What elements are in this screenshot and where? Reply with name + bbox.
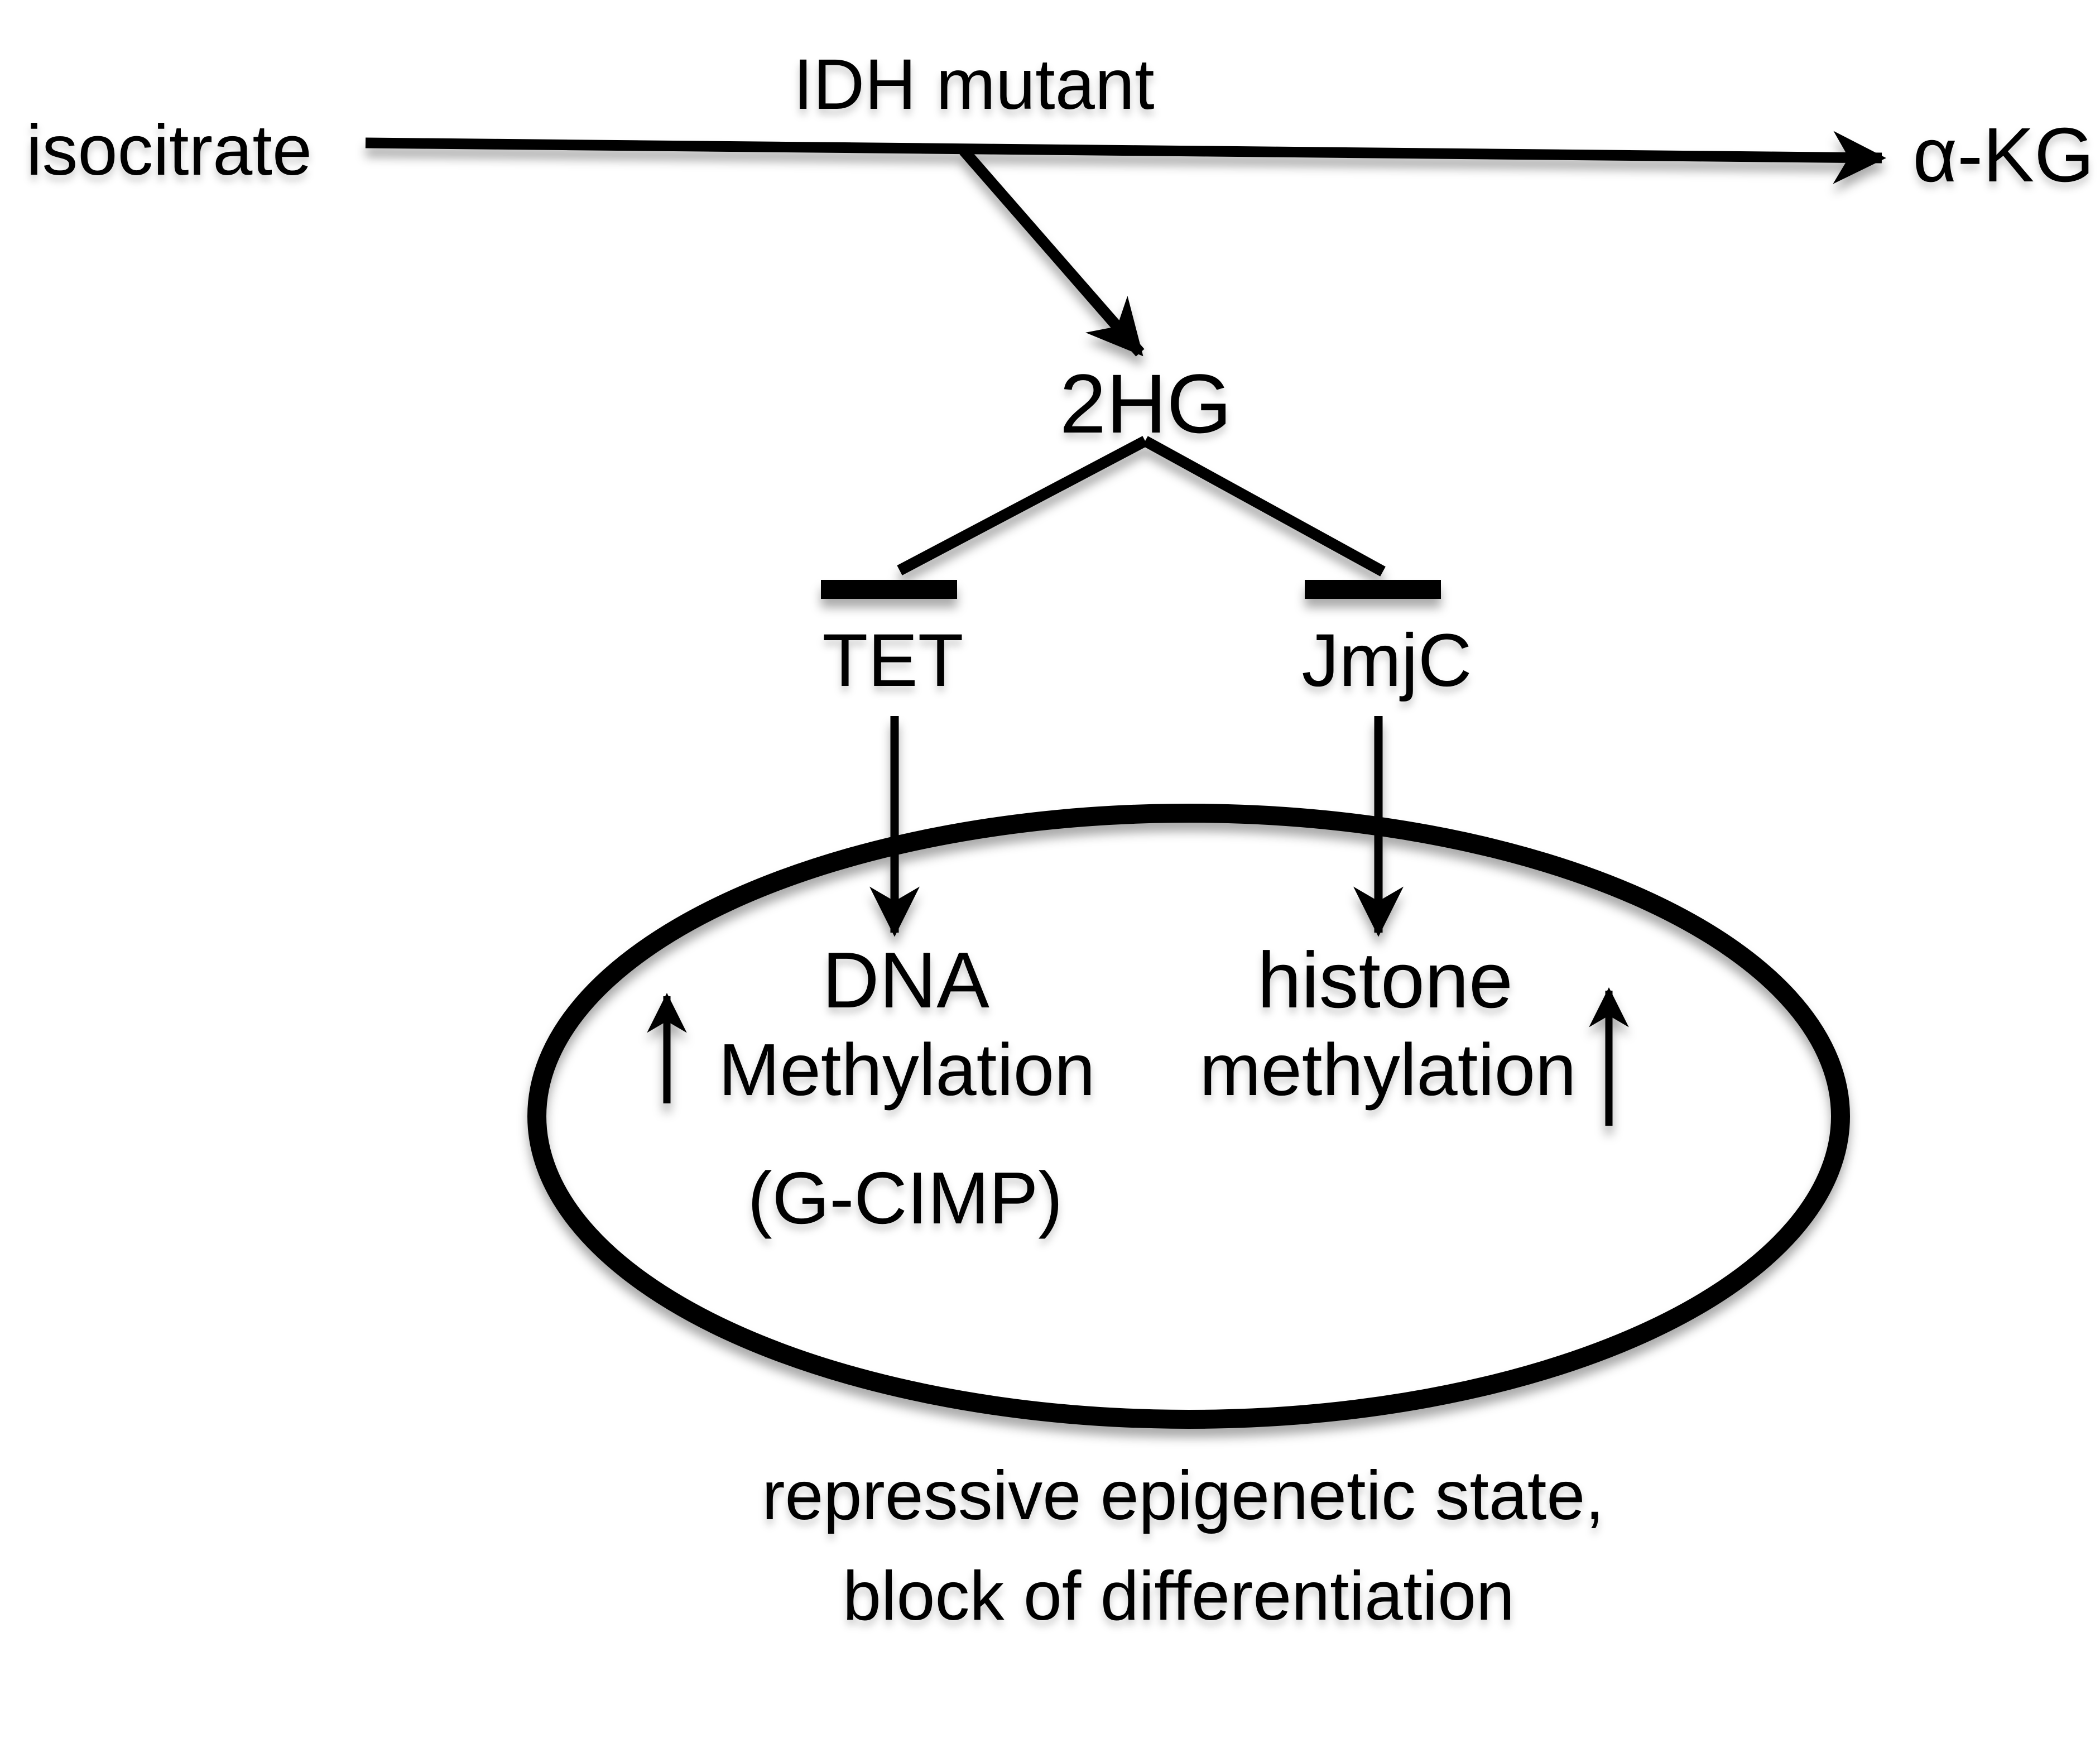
intermediate-label-2hg: 2HG: [1060, 357, 1232, 450]
dna-effect-line3-gcimp: (G-CIMP): [748, 1157, 1063, 1239]
inhibition-line-to-tet: [897, 436, 1148, 575]
down-right-arrow-icon-to-2hg: [959, 147, 1145, 357]
dna-effect-line1: DNA: [822, 936, 989, 1025]
substrate-label: isocitrate: [26, 111, 312, 190]
enzyme-label-tet: TET: [822, 619, 963, 702]
enzyme-label-jmjc: JmjC: [1301, 619, 1472, 702]
right-arrow-icon-main-reaction: [365, 131, 1886, 184]
caption-line2: block of differentiation: [843, 1558, 1515, 1635]
histone-effect-line2: methylation: [1199, 1029, 1576, 1111]
inhibition-line-to-jmjc: [1142, 436, 1386, 577]
dna-effect-line2: Methylation: [718, 1029, 1095, 1111]
caption-line1: repressive epigenetic state,: [762, 1457, 1604, 1534]
histone-effect-line1: histone: [1257, 936, 1513, 1025]
enzyme-label: IDH mutant: [793, 45, 1154, 124]
product-label: α-KG: [1912, 112, 2094, 198]
nucleus-ellipse: [527, 804, 1850, 1429]
